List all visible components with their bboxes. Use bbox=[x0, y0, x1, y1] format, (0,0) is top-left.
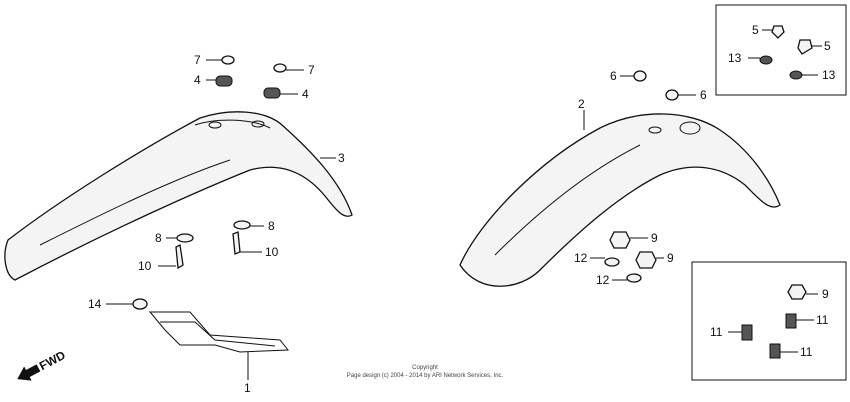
cushion-part-4b bbox=[263, 87, 281, 99]
copyright-notice: Copyright Page design (c) 2004 - 2014 by… bbox=[300, 364, 550, 380]
callout-5b: 5 bbox=[824, 39, 831, 53]
bolt-part-11c bbox=[769, 343, 781, 359]
callout-12a: 12 bbox=[574, 251, 588, 265]
callout-4a: 4 bbox=[194, 73, 201, 87]
fwd-arrow: FWD bbox=[17, 348, 68, 381]
callout-9a: 9 bbox=[651, 231, 658, 245]
callout-7b: 7 bbox=[308, 63, 315, 77]
callout-1: 1 bbox=[244, 381, 251, 395]
fender-bracket bbox=[148, 311, 290, 353]
callout-6b: 6 bbox=[700, 88, 707, 102]
grommet-part-7a bbox=[221, 55, 235, 65]
nut-part-13b bbox=[789, 70, 803, 80]
callout-9c: 9 bbox=[822, 287, 829, 301]
inset-box-top-right bbox=[715, 4, 847, 96]
callout-14: 14 bbox=[88, 297, 102, 311]
cushion-part-4a bbox=[215, 75, 233, 87]
callout-labels: 1 2 3 4 4 5 5 6 6 7 7 8 8 9 9 9 10 10 11… bbox=[88, 23, 836, 395]
washer-part-8a bbox=[176, 233, 194, 243]
copyright-line-2: Page design (c) 2004 - 2014 by ARI Netwo… bbox=[346, 373, 504, 379]
nut-part-9c bbox=[787, 284, 807, 300]
hardware-parts bbox=[132, 55, 679, 310]
washer-part-8b bbox=[233, 220, 251, 230]
bolt-part-10b bbox=[232, 231, 241, 255]
callout-10a: 10 bbox=[138, 259, 152, 273]
callout-10b: 10 bbox=[265, 245, 279, 259]
callout-11c: 11 bbox=[800, 345, 813, 359]
front-fender bbox=[459, 113, 781, 287]
callout-9b: 9 bbox=[667, 251, 674, 265]
copyright-line-1: Copyright bbox=[412, 365, 438, 371]
bolt-part-11b bbox=[785, 313, 797, 329]
nut-part-13a bbox=[759, 55, 773, 65]
callout-2: 2 bbox=[578, 97, 585, 111]
inset-hardware bbox=[741, 25, 813, 359]
washer-part-12b bbox=[626, 273, 642, 283]
callout-12b: 12 bbox=[596, 273, 610, 287]
bolt-part-10a bbox=[175, 244, 184, 270]
callout-7a: 7 bbox=[194, 53, 201, 67]
grommet-part-6a bbox=[633, 70, 647, 82]
callout-8b: 8 bbox=[268, 219, 275, 233]
callout-13b: 13 bbox=[822, 68, 836, 82]
callout-13a: 13 bbox=[728, 51, 742, 65]
rear-fender bbox=[4, 111, 353, 281]
inset-box-bottom-right bbox=[691, 261, 847, 381]
nut-part-9b bbox=[635, 251, 657, 269]
leader-lines bbox=[106, 29, 822, 380]
callout-6a: 6 bbox=[610, 69, 617, 83]
screw-part-5a bbox=[771, 25, 785, 39]
callout-11b: 11 bbox=[816, 313, 829, 327]
callout-5a: 5 bbox=[752, 23, 759, 37]
callout-11a: 11 bbox=[710, 325, 723, 339]
bolt-part-14 bbox=[132, 298, 148, 310]
washer-part-12a bbox=[604, 257, 620, 267]
grommet-part-7b bbox=[273, 63, 287, 73]
grommet-part-6b bbox=[665, 89, 679, 101]
screw-part-5b bbox=[797, 39, 813, 55]
fwd-label: FWD bbox=[37, 348, 68, 373]
callout-3: 3 bbox=[338, 151, 345, 165]
bolt-part-11a bbox=[741, 324, 753, 341]
callout-4b: 4 bbox=[302, 87, 309, 101]
callout-8a: 8 bbox=[155, 231, 162, 245]
nut-part-9a bbox=[609, 231, 631, 249]
